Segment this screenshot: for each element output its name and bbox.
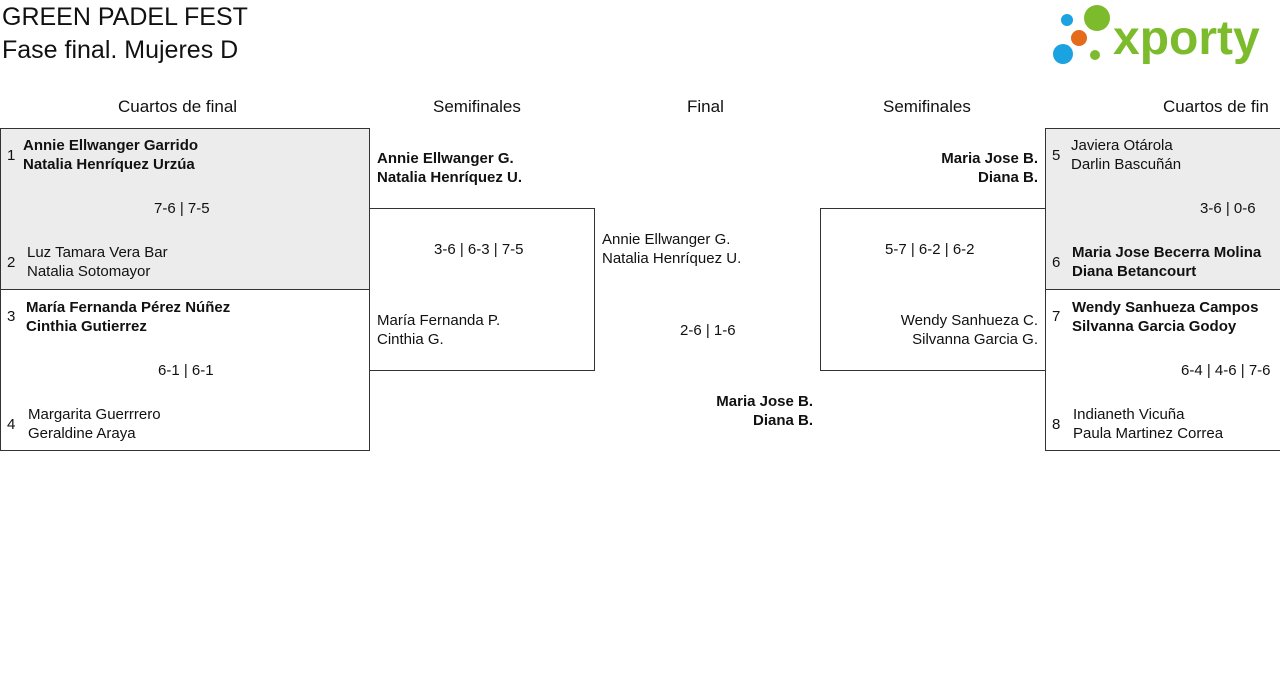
tournament-title: GREEN PADEL FEST [2,3,248,31]
sf-right-connector [820,208,1046,371]
seed-number: 2 [7,254,16,271]
player-name: Diana Betancourt [1072,263,1197,280]
player-name: Indianeth Vicuña [1073,406,1185,423]
champion-name: Diana B. [752,412,813,429]
logo-dot-blue [1053,44,1073,64]
match-score: 5-7 | 6-2 | 6-2 [885,241,975,258]
player-name: Luz Tamara Vera Bar [27,244,168,261]
player-name: Darlin Bascuñán [1071,156,1182,173]
round-header-qf-left: Cuartos de final [118,97,238,116]
round-header-sf-left: Semifinales [433,97,521,116]
seed-number: 7 [1052,308,1061,325]
match-score: 7-6 | 7-5 [154,200,210,217]
round-header-final: Final [687,97,724,116]
seed-number: 1 [7,147,16,164]
player-name: Geraldine Araya [28,425,136,442]
qf-right-match-2 [1045,289,1280,451]
logo-dot-green-small [1090,50,1100,60]
player-name: Annie Ellwanger Garrido [23,137,199,154]
player-name: María Fernanda Pérez Núñez [26,299,231,316]
player-name: Cinthia Gutierrez [26,318,147,335]
round-header-qf-right: Cuartos de fin [1163,97,1269,116]
xporty-logo: xporty [1053,5,1260,65]
phase-title: Fase final. Mujeres D [2,36,239,64]
match-score: 6-1 | 6-1 [158,362,214,379]
player-name: Natalia Henríquez Urzúa [23,156,195,173]
player-name: Annie Ellwanger G. [602,231,731,248]
champion-name: Maria Jose B. [716,393,813,410]
player-name: Diana B. [977,169,1038,186]
player-name: Silvanna Garcia G. [912,331,1038,348]
player-name: Maria Jose B. [941,150,1038,167]
logo-dot-orange [1071,30,1087,46]
seed-number: 3 [7,308,16,325]
player-name: Cinthia G. [377,331,444,348]
seed-number: 4 [7,416,16,433]
player-name: Margarita Guerrrero [28,406,161,423]
qf-left-match-1 [0,128,370,290]
player-name: Wendy Sanhueza Campos [1072,299,1259,316]
match-score: 6-4 | 4-6 | 7-6 [1181,362,1271,379]
match-score: 3-6 | 0-6 [1200,200,1256,217]
player-name: Natalia Henríquez U. [377,169,523,186]
seed-number: 5 [1052,147,1061,164]
player-name: María Fernanda P. [377,312,501,329]
player-name: Wendy Sanhueza C. [900,312,1038,329]
player-name: Maria Jose Becerra Molina [1072,244,1262,261]
final-score: 2-6 | 1-6 [680,322,736,339]
player-name: Silvanna Garcia Godoy [1072,318,1237,335]
player-name: Natalia Sotomayor [27,263,151,280]
round-header-sf-right: Semifinales [883,97,971,116]
player-name: Natalia Henríquez U. [602,250,742,267]
logo-text: xporty [1113,12,1260,65]
player-name: Annie Ellwanger G. [377,150,514,167]
seed-number: 8 [1052,416,1061,433]
player-name: Javiera Otárola [1071,137,1173,154]
player-name: Paula Martinez Correa [1073,425,1224,442]
sf-left-connector [369,208,595,371]
match-score: 3-6 | 6-3 | 7-5 [434,241,524,258]
seed-number: 6 [1052,254,1061,271]
logo-dot-blue-small [1061,14,1073,26]
logo-dot-green-large [1084,5,1110,31]
